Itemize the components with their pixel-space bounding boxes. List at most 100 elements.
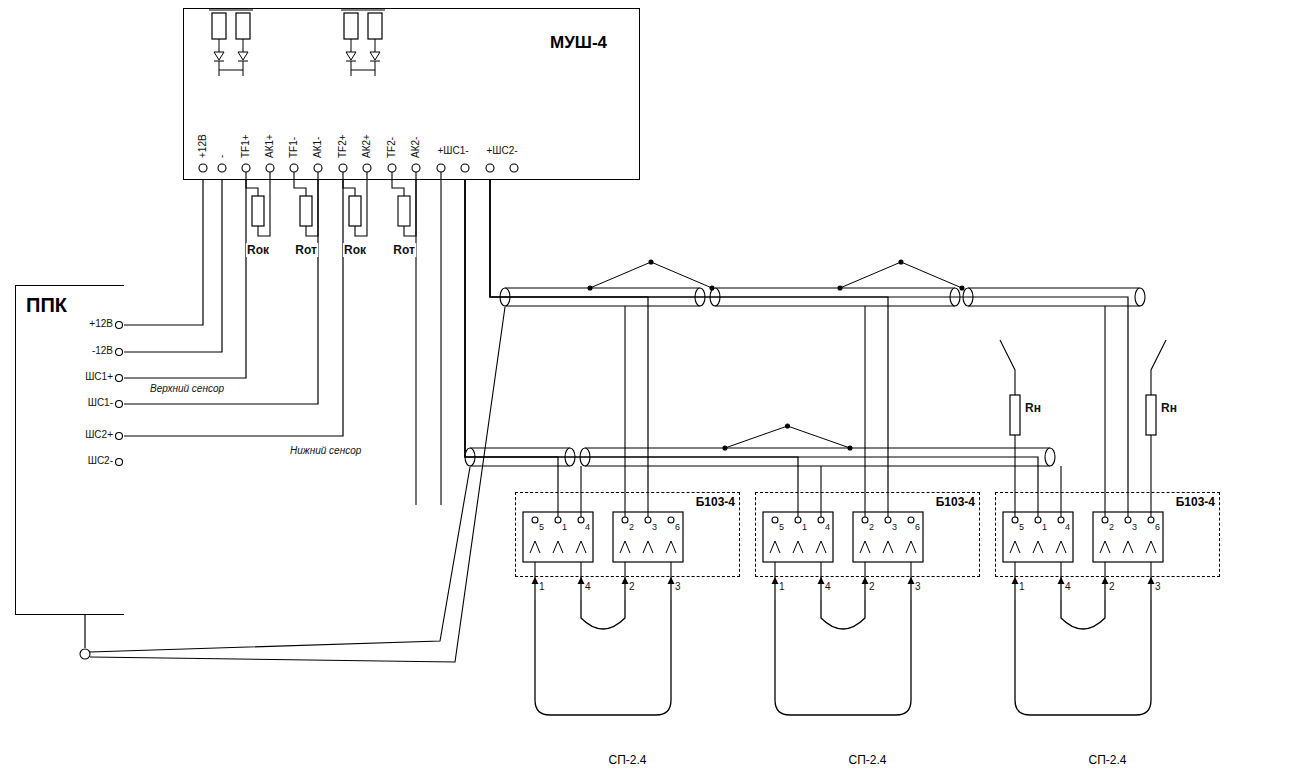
wire xyxy=(490,180,888,492)
terminal-label: АК2- xyxy=(411,137,421,158)
wire xyxy=(910,562,911,577)
shield-jumper xyxy=(725,426,850,448)
diode-symbol xyxy=(214,52,224,60)
node-label: ППК xyxy=(26,294,67,317)
relay-lead xyxy=(243,39,244,52)
diode-symbol xyxy=(346,52,356,60)
wire xyxy=(465,180,558,492)
terminal-label: +12В xyxy=(198,134,208,158)
shield-wire xyxy=(90,307,505,662)
wire xyxy=(774,562,775,577)
contact-number: 2 xyxy=(1109,582,1115,592)
wire xyxy=(490,180,648,492)
terminal-screw xyxy=(314,164,322,172)
terminal-screw xyxy=(116,322,123,329)
wire xyxy=(820,562,821,577)
junction-dot xyxy=(786,424,790,428)
cable-shield xyxy=(505,305,700,306)
terminal-label: - xyxy=(217,155,227,158)
sensor-bracket-line xyxy=(775,600,911,715)
terminal-label: TF1+ xyxy=(241,134,251,158)
terminal-label: ШС2+ xyxy=(85,430,113,440)
contact-number: 4 xyxy=(585,582,591,592)
resistor-lead xyxy=(392,172,404,196)
wire xyxy=(124,180,222,352)
resistor-lead xyxy=(1150,435,1151,517)
resistor-symbol xyxy=(398,196,410,226)
terminal-screw xyxy=(412,164,420,172)
terminal-screw xyxy=(116,349,123,356)
wire xyxy=(670,562,671,577)
resistor-symbol xyxy=(1010,395,1020,435)
contact-symbol xyxy=(1123,541,1133,553)
resistor-lead xyxy=(343,172,355,196)
cable-shield-end xyxy=(1135,288,1145,306)
cable-shield xyxy=(470,465,570,466)
terminal-screw xyxy=(242,164,250,172)
node-label: МУШ-4 xyxy=(550,33,607,53)
signal-arrow xyxy=(910,577,911,600)
signal-arrow xyxy=(670,577,671,600)
resistor-lead xyxy=(246,172,258,196)
contact-number: 2 xyxy=(869,582,875,592)
signal-arrow xyxy=(864,577,865,600)
diode-symbol xyxy=(370,52,380,60)
contact-symbol xyxy=(620,541,630,553)
pin-number: 6 xyxy=(1155,523,1160,532)
terminal-label: TF2- xyxy=(387,137,397,158)
pin-number: 3 xyxy=(892,523,897,532)
contact-number: 1 xyxy=(539,582,545,592)
resistor-symbol xyxy=(252,196,264,226)
terminal-screw xyxy=(668,517,674,523)
terminal-label: TF2+ xyxy=(338,134,348,158)
terminal-screw xyxy=(486,164,494,172)
pin-number: 4 xyxy=(825,523,830,532)
contact-number: 4 xyxy=(1065,582,1071,592)
terminal-label: +12В xyxy=(89,319,113,329)
wire xyxy=(864,306,865,517)
contact-number: 1 xyxy=(1019,582,1025,592)
contact-number: 1 xyxy=(779,582,785,592)
node-label: СП-2.4 xyxy=(849,754,887,768)
wire xyxy=(887,492,888,517)
pin-number: 6 xyxy=(675,523,680,532)
relay-lead xyxy=(243,61,244,76)
relay-lead xyxy=(219,70,243,71)
terminal-label: +ШС1- xyxy=(437,146,468,156)
signal-arrow xyxy=(580,577,581,600)
relay-contact-box xyxy=(763,512,833,562)
terminal-screw xyxy=(461,164,469,172)
pin-number: 3 xyxy=(1132,523,1137,532)
pin-number: 2 xyxy=(629,523,634,532)
relay-bar xyxy=(209,9,253,10)
wire xyxy=(1127,492,1128,517)
terminal-label: ШС2- xyxy=(88,456,113,466)
sensor-bracket: СП-2.4 xyxy=(755,600,980,772)
relay-block: Б103-4 xyxy=(995,492,1220,577)
terminal-screw xyxy=(116,375,123,382)
panel-box: ППК xyxy=(15,285,124,615)
contact-symbol xyxy=(770,541,780,553)
terminal-screw xyxy=(266,164,274,172)
terminal-screw xyxy=(363,164,371,172)
terminal-screw xyxy=(532,517,538,523)
contact-symbol xyxy=(883,541,893,553)
sensor-bracket-line xyxy=(535,600,671,715)
cable-shield xyxy=(968,287,1140,288)
sensor-bracket: СП-2.4 xyxy=(995,600,1220,772)
resistor-label: Rн xyxy=(1025,402,1041,414)
relay-block: Б103-4 xyxy=(515,492,740,577)
junction-dot xyxy=(649,260,653,264)
wire xyxy=(864,562,865,577)
resistor-lead xyxy=(1151,340,1166,395)
terminal-screw xyxy=(908,517,914,523)
sensor-bracket-outline xyxy=(755,600,980,772)
terminal-label: АК1+ xyxy=(265,134,275,158)
junction-dot xyxy=(960,286,964,290)
contact-symbol xyxy=(1010,541,1020,553)
resistor-lead xyxy=(294,172,306,196)
contact-symbol xyxy=(793,541,803,553)
resistor-lead xyxy=(1014,435,1015,517)
contact-symbol xyxy=(1146,541,1156,553)
